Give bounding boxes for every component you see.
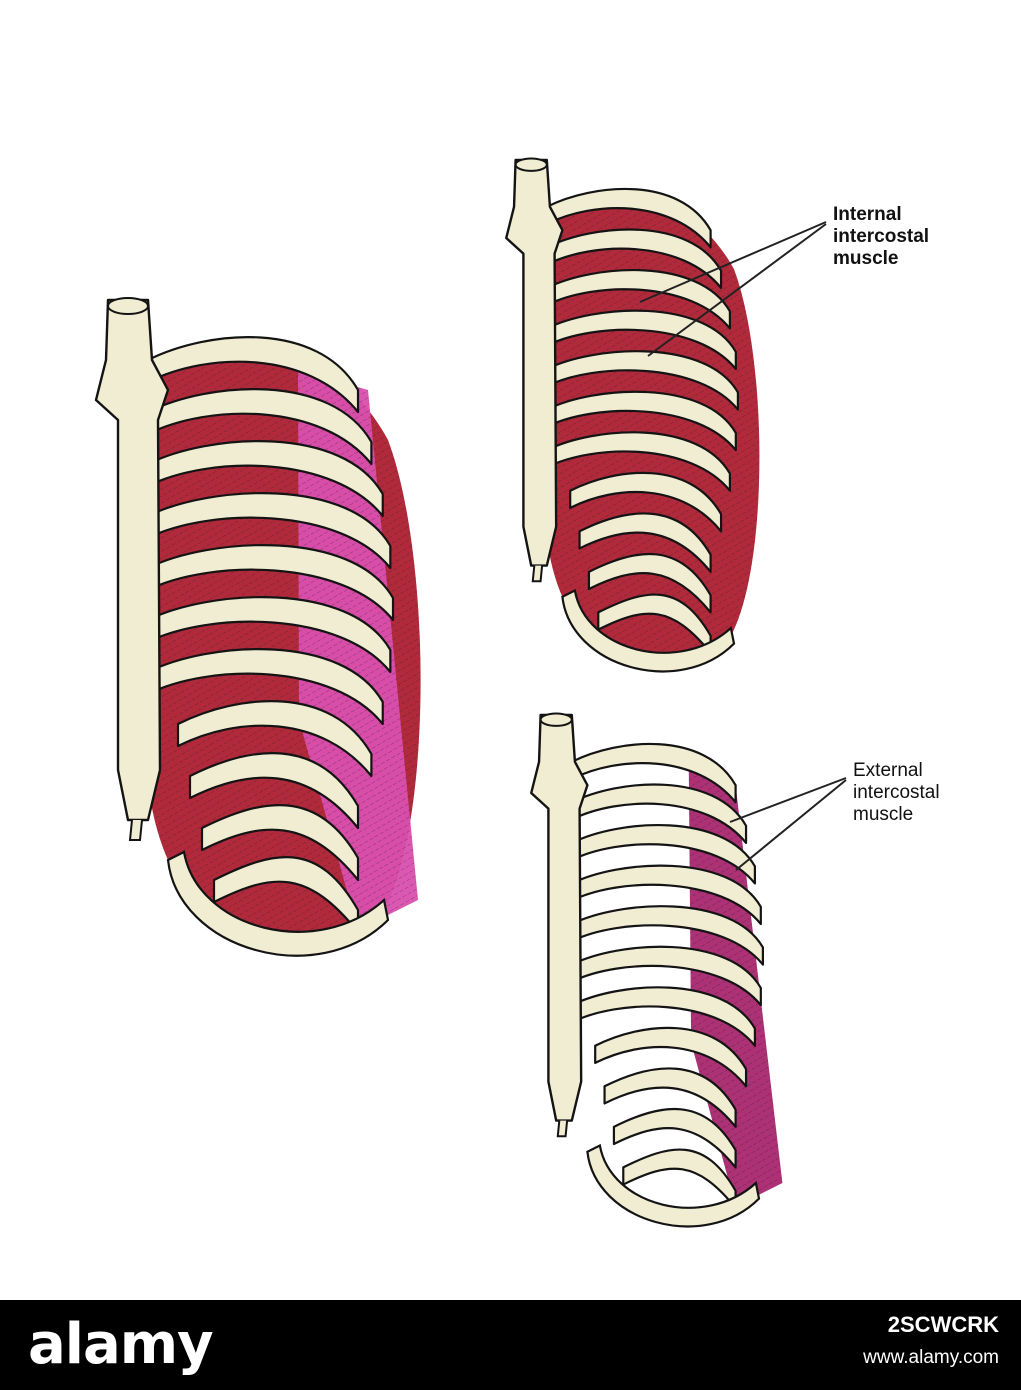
label-line: muscle (833, 248, 899, 269)
label-line: intercostal (853, 782, 940, 803)
costal-margin (586, 1143, 761, 1228)
combined-ribcage (94, 297, 421, 957)
internal-intercostal-label: Internal intercostal muscle (833, 204, 929, 270)
external-intercostal-ribcage (530, 712, 783, 1228)
xiphoid-process (128, 819, 143, 841)
rib-bone (570, 824, 757, 885)
rib-bone (146, 440, 384, 518)
rib-bone (569, 471, 723, 533)
sternum-top (514, 157, 548, 172)
sternum-top (539, 712, 573, 727)
external-leader-line-1 (729, 777, 847, 823)
muscle-hatching (542, 192, 760, 662)
rib-bone (570, 864, 762, 926)
rib-bone (612, 1107, 737, 1169)
rib-bone (570, 905, 764, 966)
label-line: muscle (853, 804, 914, 825)
external-intercostal-label: External intercostal muscle (853, 760, 940, 826)
sternum-top (107, 297, 149, 315)
ribcage-diagram (94, 157, 847, 1228)
label-line: External (853, 760, 923, 781)
label-line: Internal (833, 204, 902, 225)
internal-leader-line-1 (639, 221, 827, 303)
sternum (94, 298, 170, 822)
rib-bone (545, 228, 723, 290)
rib-bone (146, 492, 392, 570)
rib-bone (545, 390, 737, 452)
internal-leader-lines (639, 221, 827, 357)
internal-leader-line-2 (647, 223, 827, 357)
internal-intercostal-ribcage (505, 157, 760, 673)
image-id: 2SCWCRK (887, 1312, 999, 1337)
external-leader-lines (729, 777, 847, 871)
costal-margin (166, 850, 390, 957)
sternum (530, 713, 589, 1122)
sternum (505, 158, 564, 567)
label-line: intercostal (833, 226, 930, 247)
rib-bone (603, 1067, 737, 1128)
external-leader-line-2 (735, 779, 847, 871)
rib-bone (587, 552, 712, 614)
rib-bone (545, 350, 739, 411)
rib-bone (146, 336, 360, 414)
xiphoid-process (556, 1120, 569, 1138)
rib-bone (570, 986, 757, 1047)
rib-bone (146, 596, 392, 674)
rib-bone (188, 752, 360, 830)
costal-margin (561, 588, 736, 673)
rib-bone (200, 804, 360, 882)
alamy-logo: alamy (28, 1312, 214, 1377)
rib-bone (146, 388, 373, 466)
rib-bone (545, 269, 732, 330)
site-url: www.alamy.com (863, 1347, 999, 1368)
rib-bone (578, 512, 712, 573)
xiphoid-process (531, 565, 544, 583)
rib-bone (176, 700, 373, 778)
rib-bone (146, 648, 384, 726)
rib-bone (545, 187, 712, 249)
watermark-footer: alamy 2SCWCRK www.alamy.com (0, 1300, 1021, 1390)
rib-bone (570, 742, 737, 804)
rib-bone (570, 783, 748, 845)
rib-bone (594, 1026, 748, 1088)
rib-bone (146, 544, 395, 622)
rib-bone (570, 945, 762, 1007)
rib-bone (545, 431, 732, 492)
